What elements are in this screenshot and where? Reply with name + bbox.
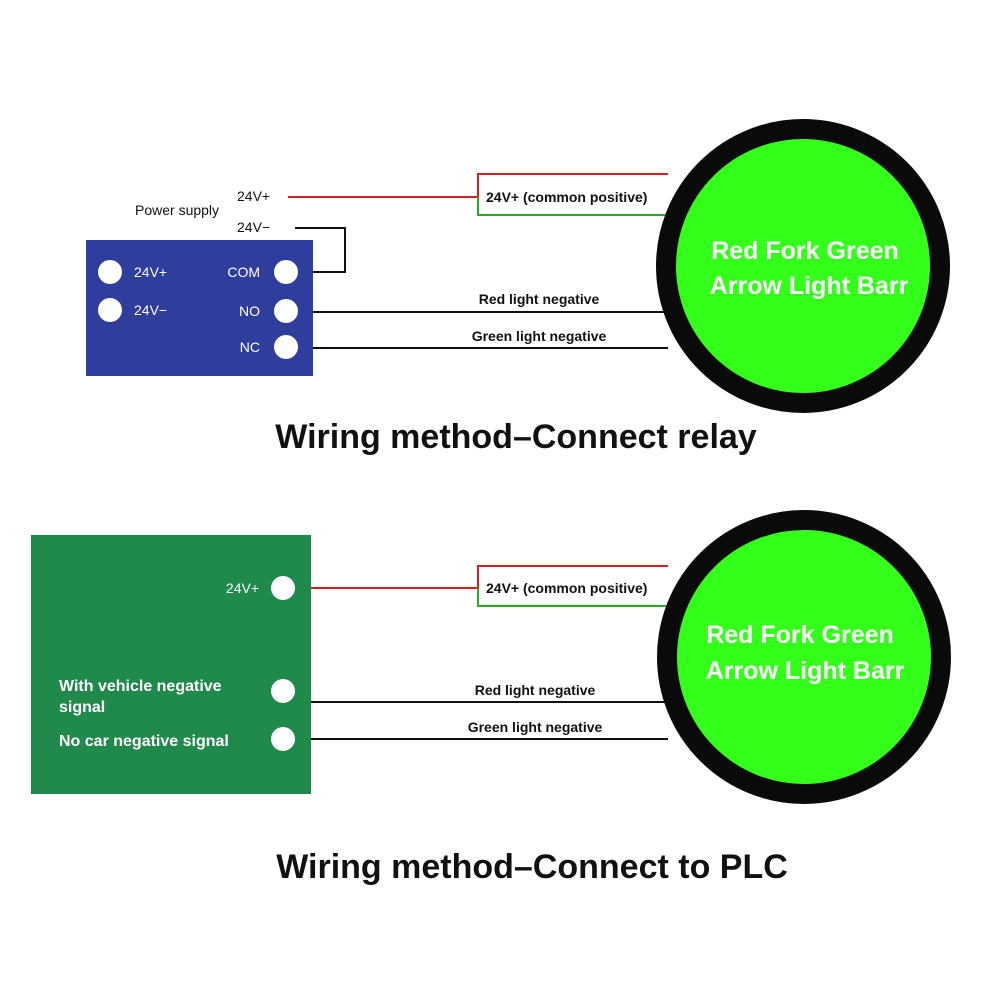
plc-lamp-label-line2: Arrow Light Barr bbox=[706, 657, 905, 685]
plc-board bbox=[31, 535, 311, 794]
red-negative-label: Red light negative bbox=[479, 291, 600, 307]
lamp-label-line2: Arrow Light Barr bbox=[710, 272, 909, 300]
supply-negative-label: 24V− bbox=[237, 219, 270, 235]
relay-label-24v-neg: 24V− bbox=[134, 302, 167, 318]
plc-terminal-no-car[interactable] bbox=[271, 727, 295, 751]
plc-positive-wire bbox=[300, 565, 668, 589]
plc-diagram-title: Wiring method–Connect to PLC bbox=[276, 848, 788, 886]
plc-label-no-car: No car negative signal bbox=[59, 733, 229, 750]
relay-diagram-title: Wiring method–Connect relay bbox=[275, 418, 757, 456]
supply-positive-wire bbox=[288, 173, 668, 198]
common-positive-label: 24V+ (common positive) bbox=[486, 189, 647, 205]
plc-common-positive-green-wire bbox=[477, 588, 668, 607]
plc-red-negative-label: Red light negative bbox=[475, 682, 596, 698]
relay-terminal-24v-pos bbox=[98, 260, 122, 284]
relay-terminal-no[interactable] bbox=[274, 299, 298, 323]
power-supply-label: Power supply bbox=[135, 202, 219, 218]
relay-terminal-24v-neg bbox=[98, 298, 122, 322]
plc-label-24v-pos: 24V+ bbox=[226, 580, 259, 596]
common-positive-green-wire bbox=[477, 197, 668, 216]
relay-label-com: COM bbox=[227, 264, 260, 280]
light-barrier-lamp bbox=[656, 119, 950, 413]
relay-wiring-diagram: 24V+ 24V− COM NO NC Power supply 24V+ 24… bbox=[86, 119, 950, 456]
green-negative-label: Green light negative bbox=[472, 328, 607, 344]
lamp-label-line1: Red Fork Green bbox=[711, 237, 899, 265]
supply-positive-label: 24V+ bbox=[237, 188, 270, 204]
plc-wiring-diagram: 24V+ With vehicle negative signal No car… bbox=[31, 510, 951, 886]
relay-label-no: NO bbox=[239, 303, 260, 319]
plc-light-barrier-lamp bbox=[657, 510, 951, 804]
plc-green-negative-label: Green light negative bbox=[468, 719, 603, 735]
relay-terminal-nc[interactable] bbox=[274, 335, 298, 359]
supply-negative-wire bbox=[295, 227, 346, 273]
plc-lamp-label-line1: Red Fork Green bbox=[706, 621, 894, 649]
plc-common-positive-label: 24V+ (common positive) bbox=[486, 580, 647, 596]
relay-terminal-com[interactable] bbox=[274, 260, 298, 284]
plc-terminal-with-vehicle[interactable] bbox=[271, 679, 295, 703]
plc-terminal-24v-pos[interactable] bbox=[271, 576, 295, 600]
plc-label-with-vehicle-1: With vehicle negative bbox=[59, 678, 222, 695]
plc-label-with-vehicle-2: signal bbox=[59, 699, 105, 716]
relay-label-24v-pos: 24V+ bbox=[134, 264, 167, 280]
relay-label-nc: NC bbox=[240, 339, 260, 355]
